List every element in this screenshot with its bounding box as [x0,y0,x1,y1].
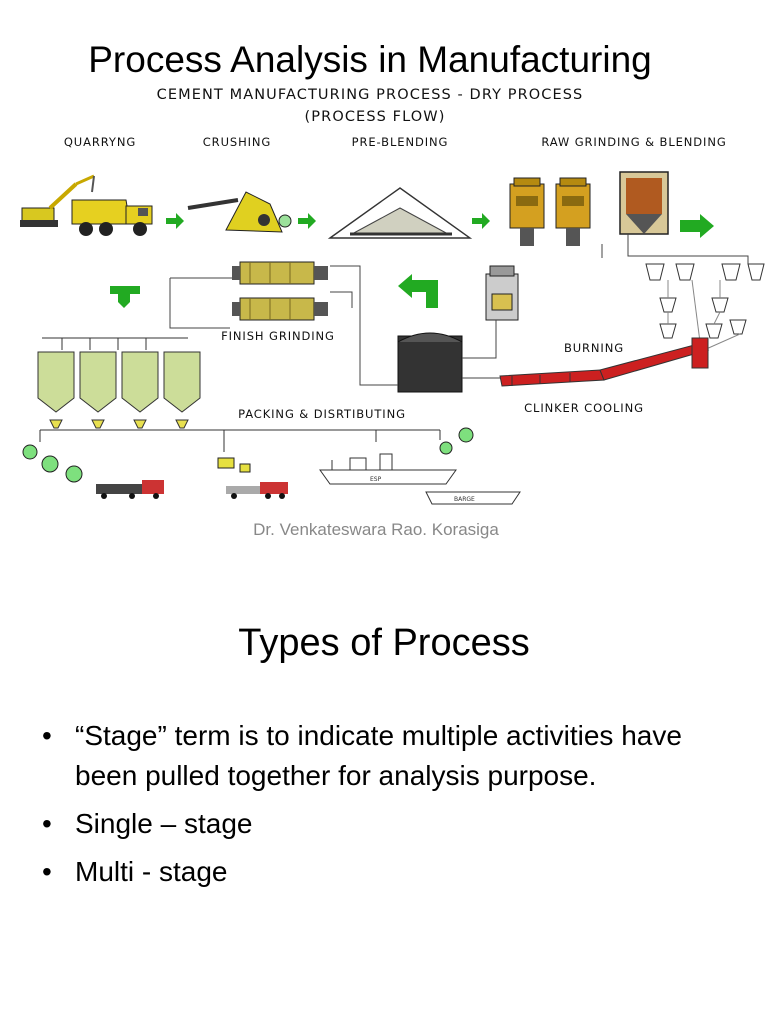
stage-label-finish-grinding: FINISH GRINDING [221,329,335,343]
raw-mill-icon [555,177,591,246]
flow-arrow-icon [166,213,184,229]
packer-icon [217,457,251,473]
conveying-lines [169,234,749,386]
bullet-list: “Stage” term is to indicate multiple act… [42,716,742,900]
blending-silo-icon [619,171,669,235]
ball-mill-icon [232,297,328,321]
slide-title: Process Analysis in Manufacturing [88,39,652,80]
dump-truck-icon [71,199,153,236]
clinker-cooler-icon [485,265,519,321]
flow-arrow-left-icon [398,274,438,308]
raw-mill-icon [509,177,545,246]
packer-icon [22,427,474,483]
stage-label-preblending: PRE-BLENDING [352,135,449,149]
diagram-heading: CEMENT MANUFACTURING PROCESS - DRY PROCE… [157,87,584,103]
excavator-icon [20,174,95,227]
stage-label-burning: BURNING [564,341,624,355]
bullet-item: Single – stage [42,804,742,844]
flow-arrow-icon [472,213,490,229]
clinker-silo-icon [397,332,463,393]
cement-process-diagram: CEMENT MANUFACTURING PROCESS - DRY PROCE… [20,87,765,505]
stage-label-quarrying: QUARRYNG [64,135,136,149]
preheater-tower-icon [645,263,765,339]
flow-arrow-down-icon [680,214,714,238]
slide2-title: Types of Process [238,622,530,664]
barge-icon: BARGE [425,491,521,505]
crusher-icon [187,191,292,233]
distribution-lines [39,429,441,452]
diagram-subheading: (PROCESS FLOW) [305,109,446,125]
preheater-ducts [667,279,741,351]
bullet-item: Multi - stage [42,852,742,892]
ball-mill-icon [232,261,328,285]
cement-silos [37,337,201,429]
flow-arrow-icon [298,213,316,229]
bullet-item: “Stage” term is to indicate multiple act… [42,716,742,796]
stage-label-raw-grinding: RAW GRINDING & BLENDING [541,135,726,149]
ship-icon: ESP [319,453,457,485]
truck-icon [96,480,164,499]
rotary-kiln-icon [499,337,710,387]
stage-label-crushing: CRUSHING [203,135,272,149]
truck-icon [226,482,288,499]
stage-label-clinker-cooling: CLINKER COOLING [524,401,644,415]
slide-author: Dr. Venkateswara Rao. Korasiga [253,520,499,539]
flow-arrow-down-icon [110,286,140,308]
ship-label: ESP [370,476,382,483]
preblending-shed-icon [327,187,473,239]
stage-label-packing: PACKING & DISRTIBUTING [238,407,406,421]
barge-label: BARGE [454,496,475,503]
